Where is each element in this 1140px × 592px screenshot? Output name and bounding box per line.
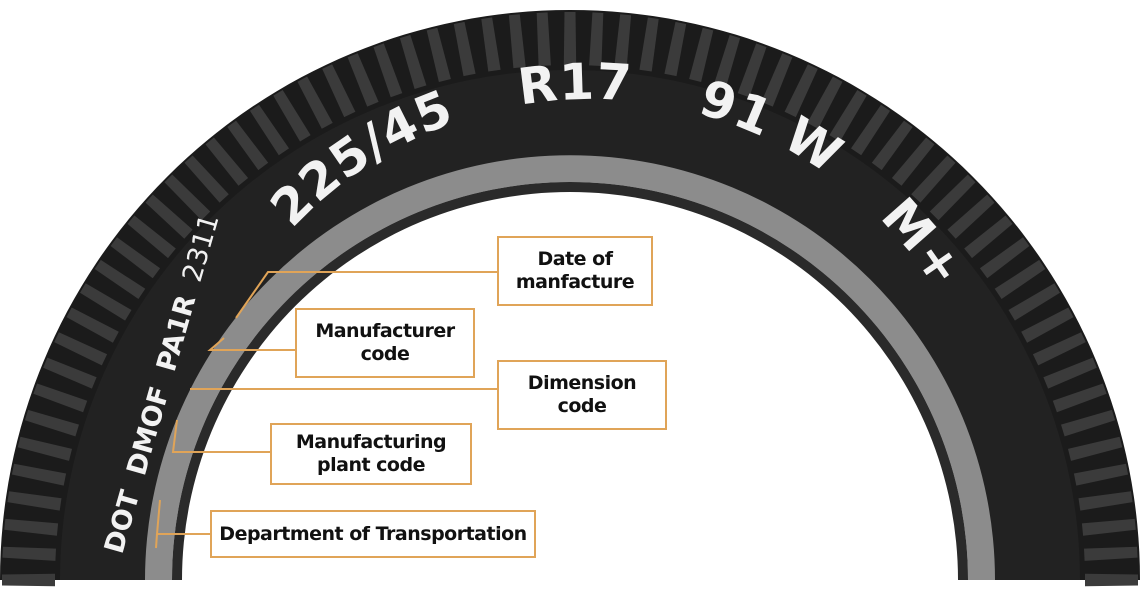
callout-dot-text: Department of Transportation [219, 522, 527, 545]
tire-sidewall [60, 70, 1080, 580]
tread-groove [273, 90, 311, 142]
tread-groove [94, 259, 146, 299]
leader-date [235, 271, 497, 319]
tread-groove [399, 34, 427, 89]
callout-manufacturer-text: Manufacturer code [315, 320, 455, 365]
tread-groove [322, 64, 356, 118]
tread-groove [481, 17, 501, 72]
tread-groove [66, 307, 119, 343]
tread-groove [1052, 383, 1107, 413]
tread-groove [829, 90, 867, 142]
tread-groove [614, 14, 632, 69]
construction-text: R17 [515, 53, 634, 117]
tread-groove [737, 43, 767, 98]
tread-groove [1032, 332, 1086, 366]
callout-manufacturer-code: Manufacturer code [295, 308, 475, 378]
leader-manufacturer [207, 337, 295, 351]
tread-groove [979, 237, 1030, 279]
tread-groove [964, 215, 1013, 259]
tread-groove [871, 120, 913, 171]
tread-groove [1078, 491, 1133, 511]
tread-groove [589, 12, 604, 66]
tread-groove [80, 283, 132, 321]
tread-groove [1043, 357, 1097, 389]
callout-dimension-code: Dimension code [497, 360, 667, 430]
tread-groove [1068, 436, 1123, 461]
tread-groove [7, 491, 62, 511]
tread-groove [929, 174, 976, 221]
tread-groove [347, 53, 379, 107]
tread-groove [227, 120, 269, 171]
tread-groove [1081, 518, 1136, 536]
tread-groove [184, 155, 229, 203]
tread-groove [1021, 307, 1074, 343]
tire-body [0, 10, 1140, 587]
tread-groove [33, 383, 88, 413]
tread-groove [24, 409, 79, 437]
tread-groove [4, 518, 59, 536]
callout-date-text: Date of manfacture [515, 248, 635, 293]
tread-groove [1073, 463, 1129, 486]
tread-groove [297, 76, 333, 129]
tread-groove [891, 137, 935, 186]
tread-groove [453, 21, 476, 77]
tread-groove [2, 573, 55, 587]
leader-lines [155, 271, 500, 549]
tread-groove [1061, 409, 1116, 437]
tread-groove [807, 76, 843, 129]
tread-groove [664, 21, 687, 77]
tire-tread [0, 10, 1140, 580]
tread-groove [761, 53, 793, 107]
tread-groove [164, 174, 211, 221]
callout-department-of-transportation: Department of Transportation [210, 510, 536, 558]
tread-groove [373, 43, 403, 98]
tread-groove [994, 259, 1046, 299]
tread-groove [947, 194, 995, 239]
tread-groove [11, 463, 67, 486]
tread-grooves [2, 12, 1138, 587]
tread-groove [127, 215, 176, 259]
tread-groove [911, 155, 956, 203]
tread-groove [145, 194, 193, 239]
callout-plant-text: Manufacturing plant code [295, 431, 447, 476]
callout-date-of-manufacture: Date of manfacture [497, 236, 653, 306]
tread-groove [536, 12, 551, 66]
tread-groove [563, 12, 577, 65]
tread-groove [851, 104, 891, 156]
tread-groove [508, 14, 526, 69]
tread-groove [1085, 573, 1138, 587]
callout-dimension-text: Dimension code [527, 372, 637, 417]
tread-groove [205, 137, 249, 186]
tread-groove [54, 332, 108, 366]
tread-groove [426, 27, 451, 82]
tread-groove [713, 34, 741, 89]
tread-groove [1084, 546, 1138, 561]
callout-plant-code: Manufacturing plant code [270, 423, 472, 485]
tread-groove [784, 64, 818, 118]
tread-groove [249, 104, 289, 156]
tread-groove [2, 546, 56, 561]
tread-groove [110, 237, 161, 279]
tread-groove [17, 436, 72, 461]
leader-plant [171, 419, 272, 453]
tread-groove [689, 27, 714, 82]
tread-groove [43, 357, 97, 389]
tread-groove [1008, 283, 1060, 321]
tread-groove [639, 17, 659, 72]
leader-dot-tail [155, 533, 158, 549]
